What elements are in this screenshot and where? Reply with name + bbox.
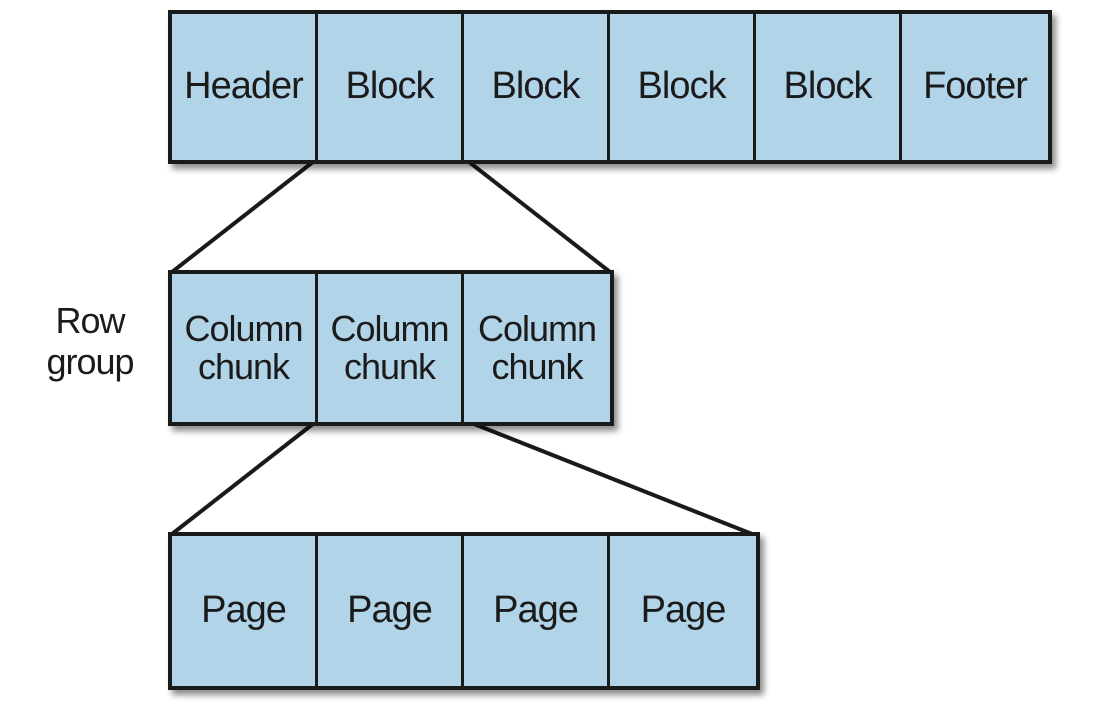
page-cell: Page <box>610 536 756 686</box>
page-cell: Page <box>172 536 318 686</box>
connector-chunk-to-pages-left <box>170 418 320 536</box>
column-chunk-cell: Column chunk <box>172 274 318 422</box>
connector-chunk-to-pages-right <box>463 418 753 536</box>
block-cell: Block <box>610 14 756 160</box>
block-cell: Block <box>318 14 464 160</box>
block-cell: Block <box>464 14 610 160</box>
page-cell: Page <box>464 536 610 686</box>
page-row: Page Page Page Page <box>168 532 760 690</box>
file-row: Header Block Block Block Block Footer <box>168 10 1052 164</box>
row-group-label: Row group <box>46 300 134 383</box>
footer-cell: Footer <box>902 14 1048 160</box>
connector-block-to-rowgroup-right <box>462 156 612 274</box>
connector-block-to-rowgroup-left <box>170 156 320 274</box>
column-chunk-cell: Column chunk <box>318 274 464 422</box>
page-cell: Page <box>318 536 464 686</box>
row-group-row: Column chunk Column chunk Column chunk <box>168 270 614 426</box>
block-cell: Block <box>756 14 902 160</box>
header-cell: Header <box>172 14 318 160</box>
column-chunk-cell: Column chunk <box>464 274 610 422</box>
